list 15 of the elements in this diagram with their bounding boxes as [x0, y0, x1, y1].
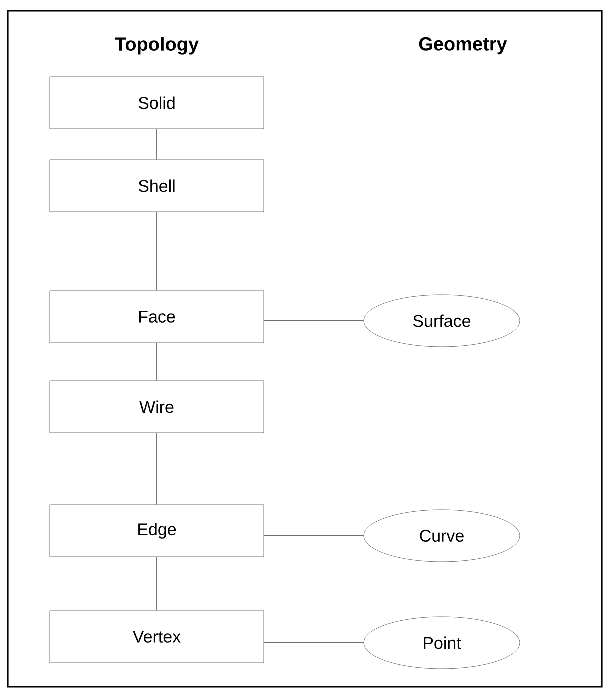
- topology-box: Solid: [50, 76, 264, 130]
- connector-line: [156, 128, 158, 160]
- connector-line: [264, 642, 364, 644]
- column-heading: Geometry: [419, 37, 508, 55]
- column-heading: Topology: [115, 37, 199, 55]
- topology-box: Edge: [50, 504, 264, 558]
- connector-line: [156, 432, 158, 506]
- topology-box: Shell: [50, 160, 264, 212]
- connector-line: [156, 342, 158, 382]
- topology-box: Vertex: [50, 610, 264, 664]
- topology-box: Wire: [50, 380, 264, 434]
- connector-line: [156, 556, 158, 612]
- topology-box: Face: [50, 290, 264, 344]
- connector-line: [156, 212, 158, 292]
- connector-line: [264, 320, 364, 322]
